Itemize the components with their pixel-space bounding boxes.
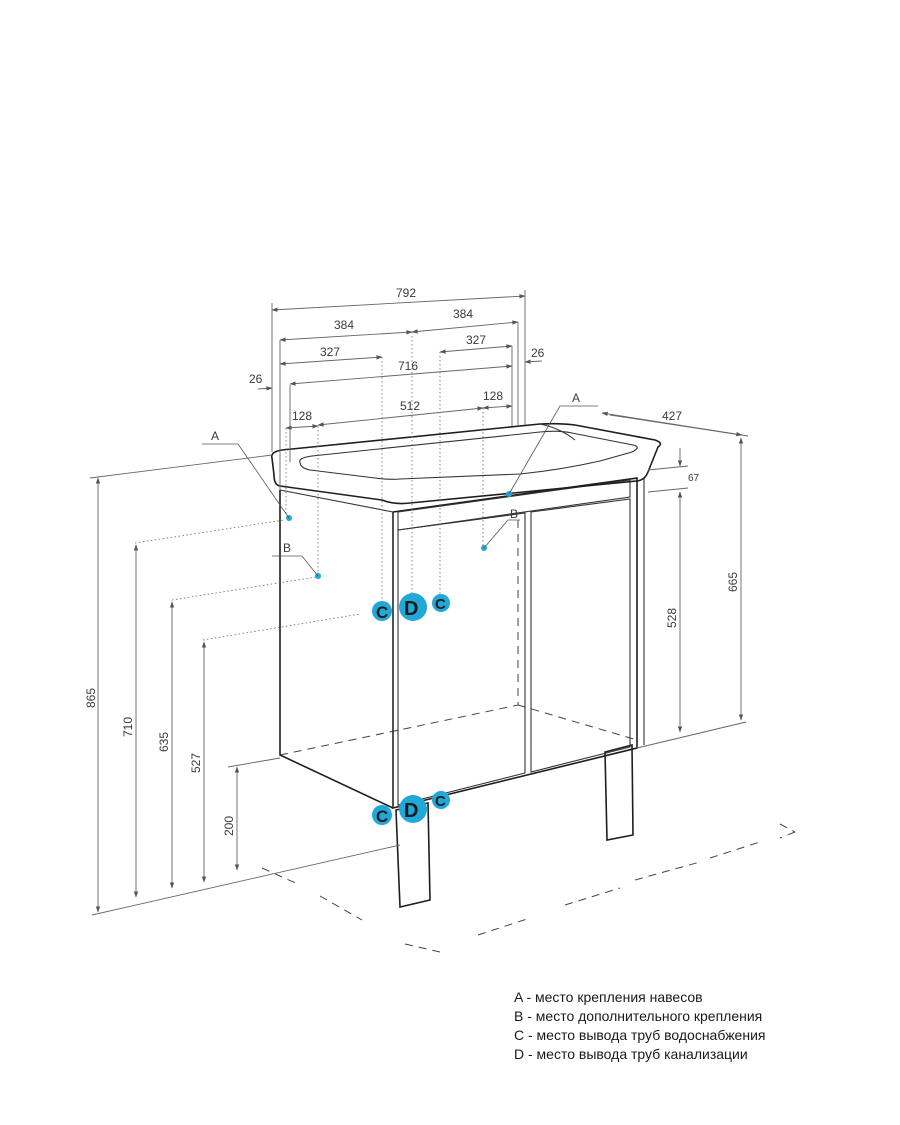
outlet-c-bottom-left [372,805,392,825]
reference-lines [134,332,484,641]
hidden-edges [279,520,638,756]
fixing-points: A B A B [202,391,598,579]
legend-a: A - место крепления навесов [514,989,703,1005]
dim-384-left: 384 [334,318,354,332]
outlet-c-bottom-right [432,791,450,809]
svg-text:D: D [404,800,418,822]
left-door [397,512,526,806]
back-right-leg [604,743,634,841]
pipe-outlets-bottom: C D C [372,791,450,826]
sink-outer [270,422,662,505]
top-rail [397,479,631,531]
svg-text:C: C [435,596,446,613]
dim-710: 710 [121,717,135,737]
dim-26-left: 26 [249,372,263,386]
dim-635: 635 [157,732,171,752]
cabinet-body [279,477,645,908]
width-dimensions: 792 384 384 327 327 26 26 716 128 512 12… [249,286,545,490]
dim-128-left: 128 [292,409,312,423]
outlet-c-top-right [432,594,450,612]
cabinet-top-front-edge [392,477,638,810]
label-b-left: B [283,541,291,555]
svg-text:C: C [376,807,388,826]
svg-text:D: D [404,598,418,620]
label-a-left: A [211,429,219,443]
dim-865: 865 [84,688,98,708]
dim-327-left: 327 [320,345,340,359]
right-door [530,498,631,773]
legend-c: C - место вывода труб водоснабжения [514,1027,766,1043]
svg-text:C: C [376,603,388,622]
outlet-c-top-left [372,601,392,621]
dim-384-right: 384 [453,307,473,321]
height-dimensions-left: 865 710 635 527 200 [84,454,401,916]
sink-bowl [299,430,638,480]
outlet-d-top [399,593,427,621]
svg-text:C: C [435,793,446,810]
legend: A - место крепления навесов B - место до… [514,988,765,1064]
dim-512: 512 [400,399,420,413]
dim-200: 200 [222,816,236,836]
outlet-d-bottom [399,795,427,823]
pipe-outlets-top: C D C [372,593,450,622]
dim-427: 427 [662,409,682,423]
label-a-right: A [572,391,580,405]
legend-d: D - место вывода труб канализации [514,1046,748,1062]
label-b-right: B [510,507,518,521]
sink-basin [270,422,662,505]
dim-128-right: 128 [483,389,503,403]
dim-792: 792 [396,286,416,300]
floor-outline [261,823,796,953]
dim-67: 67 [688,473,700,484]
dim-26-right: 26 [531,346,545,360]
dim-527: 527 [189,753,203,773]
dim-716: 716 [398,359,418,373]
height-dimensions-right: 427 67 528 665 [601,409,749,749]
dim-665: 665 [726,572,740,592]
legend-b: B - место дополнительного крепления [514,1008,763,1024]
dim-528: 528 [665,608,679,628]
dim-327-right: 327 [466,333,486,347]
cabinet-left-side [279,490,394,809]
